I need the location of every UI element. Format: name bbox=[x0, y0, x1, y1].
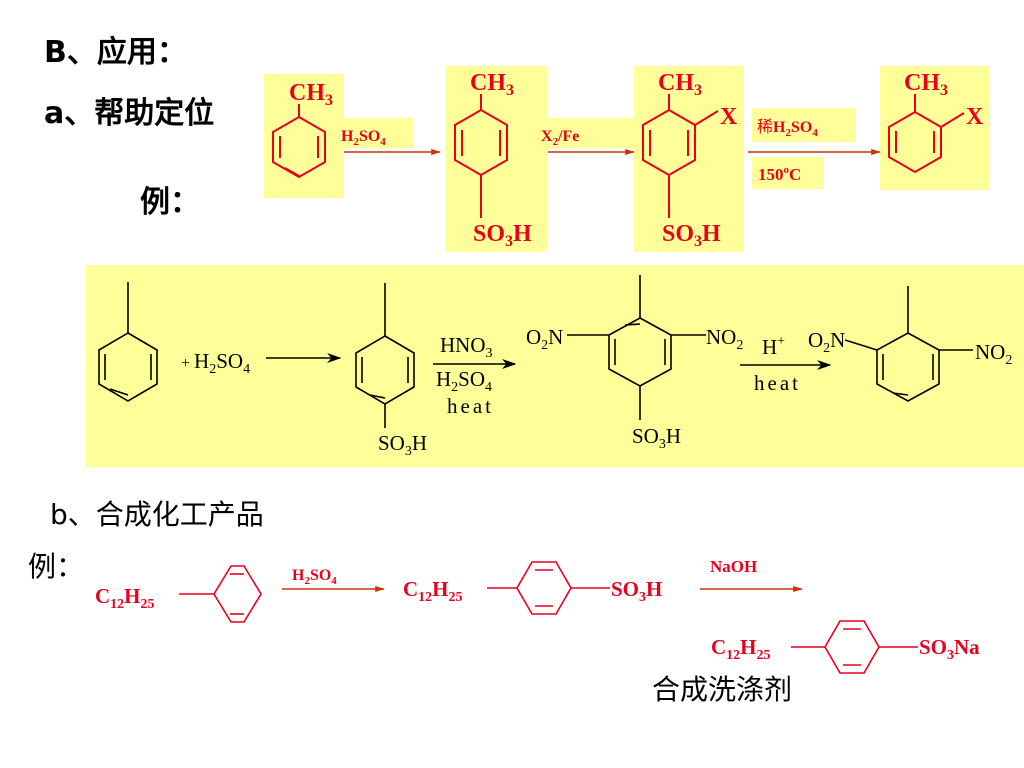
s2-sulfonic bbox=[355, 283, 415, 428]
s3-so3h: SO3H bbox=[611, 577, 662, 605]
scheme1 bbox=[272, 94, 965, 218]
s2-heat-a: heat bbox=[447, 394, 494, 418]
s1-so3h-b: SO3H bbox=[662, 221, 721, 250]
s2-o2n-b: O2N bbox=[808, 328, 845, 356]
highlight-reagent-h2so4 bbox=[337, 118, 413, 148]
s3-alkyl-c: C12H25 bbox=[711, 635, 771, 663]
s2-dinitro-sulfonic bbox=[567, 275, 706, 420]
s2-heat-b: heat bbox=[754, 371, 801, 395]
part-b-example-label: 例： bbox=[28, 550, 85, 583]
s2-h2so4: H2SO4 bbox=[436, 367, 492, 395]
scheme2 bbox=[98, 275, 973, 428]
highlight-scheme2 bbox=[86, 265, 1024, 467]
s2-dinitrotoluene bbox=[844, 286, 973, 402]
s1-reagent-dilute: 稀H2SO4 bbox=[757, 117, 818, 139]
s3-ring3 bbox=[791, 620, 918, 674]
s2-toluene bbox=[98, 282, 158, 402]
s2-plus-h2so4: + H2SO4 bbox=[181, 349, 250, 377]
s1-x-a: X bbox=[720, 104, 738, 130]
s2-so3h-b: SO3H bbox=[632, 424, 681, 452]
s1-reagent-h2so4: H2SO4 bbox=[341, 128, 386, 148]
s3-ring2 bbox=[487, 561, 610, 615]
s1-ch3-d: CH3 bbox=[904, 70, 948, 99]
s2-o2n-a: O2N bbox=[526, 325, 563, 353]
s1-reagent-temp: 150oC bbox=[758, 164, 801, 184]
s3-reagent-h2so4: H2SO4 bbox=[292, 567, 337, 587]
product-ring bbox=[888, 94, 965, 174]
part-b-heading: b、合成化工产品 bbox=[50, 498, 264, 531]
s2-hplus: H+ bbox=[762, 334, 785, 359]
part-a-example-label: 例： bbox=[140, 185, 200, 220]
s1-ch3-b: CH3 bbox=[470, 70, 514, 99]
s2-hno3: HNO3 bbox=[440, 333, 493, 361]
s2-so3h-a: SO3H bbox=[378, 431, 427, 459]
s3-ring1 bbox=[179, 565, 262, 623]
halo-sulfonic-ring bbox=[642, 94, 719, 218]
s3-alkyl-a: C12H25 bbox=[95, 584, 155, 612]
s1-ch3-c: CH3 bbox=[658, 70, 702, 99]
part-a-heading: a、帮助定位 bbox=[44, 96, 215, 131]
highlight-toluene bbox=[264, 74, 344, 198]
highlight-reagent-temp bbox=[752, 157, 824, 189]
s3-so3na: SO3Na bbox=[919, 635, 980, 663]
s3-alkyl-b: C12H25 bbox=[403, 577, 463, 605]
scheme3 bbox=[179, 561, 918, 674]
highlight-product bbox=[880, 66, 990, 190]
sulfonic-ring bbox=[454, 94, 508, 218]
detergent-caption: 合成洗涤剂 bbox=[652, 673, 793, 706]
highlight-sulfonic-acid bbox=[446, 66, 548, 252]
s1-so3h-a: SO3H bbox=[473, 221, 532, 250]
section-title: B、应用： bbox=[44, 35, 187, 70]
toluene-ring bbox=[272, 104, 326, 179]
s3-reagent-naoh: NaOH bbox=[710, 557, 757, 576]
s1-reagent-x2fe: X2/Fe bbox=[541, 128, 579, 148]
highlight-reagent-x2fe bbox=[536, 118, 636, 148]
s1-ch3-a: CH3 bbox=[289, 80, 333, 109]
s2-no2-a: NO2 bbox=[706, 325, 743, 353]
highlight-reagent-dilute-acid bbox=[752, 108, 856, 142]
s2-no2-b: NO2 bbox=[975, 340, 1012, 368]
scheme2-arrows bbox=[266, 352, 832, 371]
s1-x-b: X bbox=[966, 104, 984, 130]
highlight-halo-sulfonic bbox=[634, 66, 744, 252]
